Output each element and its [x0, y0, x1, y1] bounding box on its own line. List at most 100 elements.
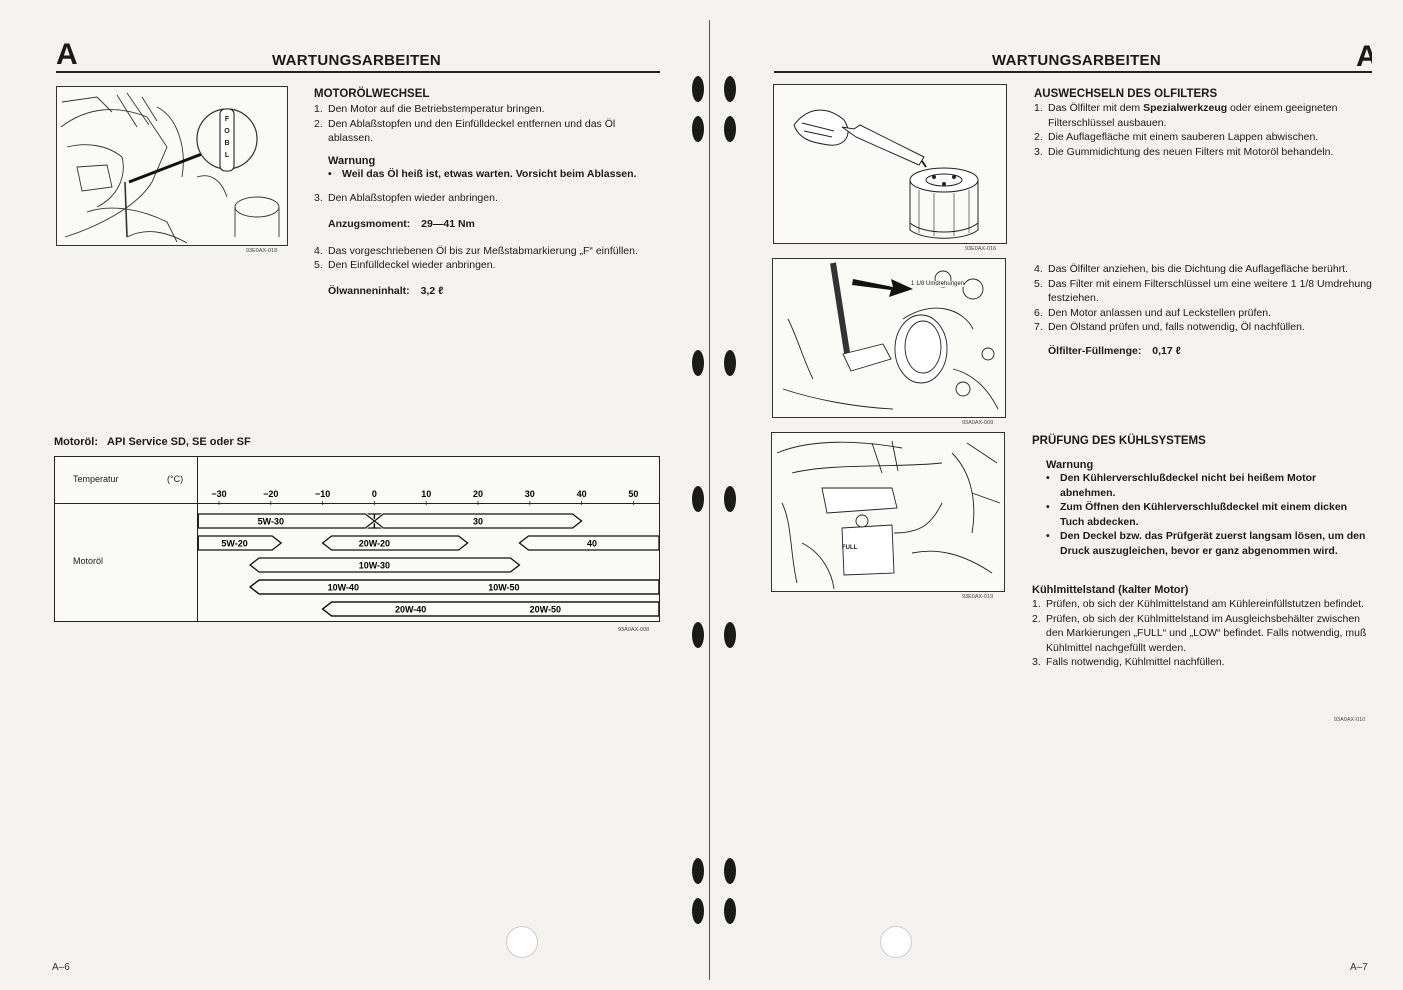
list-item: 5.Das Filter mit einem Filterschlüssel u…	[1034, 277, 1372, 306]
viscosity-bar	[249, 557, 521, 573]
step-number: 2.	[314, 117, 323, 130]
figure-code-left: 93E0AX-018	[246, 248, 278, 254]
viscosity-bar	[321, 601, 659, 617]
viscosity-bar	[373, 513, 583, 529]
temp-tick-label: −10	[315, 489, 330, 499]
step-number: 3.	[1034, 145, 1043, 158]
engine-oil-row-label: Motoröl	[73, 556, 104, 566]
figure-code-right-1: 93E0AX-016	[965, 246, 997, 252]
warning-text: Den Deckel bzw. das Prüfgerät zuerst lan…	[1060, 530, 1366, 557]
viscosity-grade-label: 5W-20	[221, 539, 247, 549]
temp-tick-label: 30	[525, 489, 535, 499]
engine-drawing-svg	[60, 92, 280, 244]
temp-tick-label: 40	[577, 489, 587, 499]
capacity-label: Ölwanneninhalt:	[328, 284, 410, 297]
step-number: 1.	[1034, 102, 1043, 114]
section-title-oil-change: MOTORÖLWECHSEL	[314, 88, 430, 100]
viscosity-grade-label: 10W-40	[328, 583, 359, 593]
list-item: 6. Den Motor anlassen und auf Leckstellen…	[1034, 306, 1372, 321]
filter-fill-spec: Ölfilter-Füllmenge: 0,17 ℓ	[1048, 344, 1372, 359]
viscosity-bar	[321, 535, 469, 551]
section-title-cooling: PRÜFUNG DES KÜHLSYSTEMS	[1032, 435, 1206, 447]
warning-item: •Zum Öffnen den Kühlerverschlußdeckel mi…	[1046, 500, 1372, 529]
special-tool-term: Spezialwerkzeug	[1143, 102, 1228, 114]
viscosity-grade-label: 20W-20	[359, 539, 390, 549]
binder-ring	[692, 858, 704, 884]
punch-hole	[880, 926, 912, 958]
filter-steps-a: 1.Das Ölfilter mit dem Spezialwerkzeug o…	[1034, 101, 1372, 159]
step-text: Falls notwendig, Kühlmittel nachfüllen.	[1046, 656, 1225, 668]
binder-ring	[692, 898, 704, 924]
viscosity-bar	[321, 601, 659, 617]
binder-ring	[692, 486, 704, 512]
warning-text: Zum Öffnen den Kühlerverschlußdeckel mit…	[1060, 501, 1348, 528]
list-item: 1.Den Motor auf die Betriebstemperatur b…	[314, 102, 660, 117]
list-item: 2.Die Auflagefläche mit einem sauberen L…	[1034, 130, 1372, 145]
binder-ring	[724, 350, 736, 376]
page-letter-right: A	[1356, 40, 1372, 73]
binder-ring	[724, 898, 736, 924]
list-item: 5.Den Einfülldeckel wieder anbringen.	[314, 258, 660, 273]
binder-ring	[692, 622, 704, 648]
list-item: 7. Den Ölstand prüfen und, falls notwendi…	[1034, 320, 1372, 335]
list-item: 3.Den Ablaßstopfen wieder anbringen.	[314, 191, 660, 206]
viscosity-grade-label: 40	[587, 539, 597, 549]
filter-gasket-svg	[793, 109, 979, 239]
step-text: Den Ablaßstopfen und den Einfülldeckel e…	[328, 117, 616, 145]
step-number: 1.	[314, 103, 323, 115]
warning-text: Den Kühlerverschlußdeckel nicht bei heiß…	[1060, 472, 1317, 499]
step-number: 3.	[314, 192, 323, 204]
section-title-oil-filter: AUSWECHSELN DES ÖLFILTERS	[1034, 88, 1218, 100]
dipstick-illustration: F O B L	[56, 86, 288, 246]
oil-capacity-spec: Ölwanneninhalt: 3,2 ℓ	[328, 285, 660, 297]
list-item: 4.Das Ölfilter anziehen, bis die Dichtun…	[1034, 262, 1372, 277]
temp-tick-label: −30	[211, 489, 226, 499]
capacity-value: 3,2 ℓ	[420, 284, 444, 297]
list-item: 4. Das vorgeschriebenen Öl bis zur Meßsta…	[314, 244, 660, 259]
page-header-left: WARTUNGSARBEITEN	[272, 52, 441, 69]
warning-item: •Den Kühlerverschlußdeckel nicht bei hei…	[1046, 471, 1372, 500]
binding-spine	[709, 20, 710, 980]
coolant-reservoir-illustration: FULL	[771, 432, 1005, 592]
temp-unit: (°C)	[167, 474, 184, 484]
page-number-right: A–7	[1350, 962, 1368, 973]
step-number: 2.	[1034, 131, 1043, 143]
step-number: 4.	[314, 244, 323, 257]
viscosity-grade-label: 10W-30	[359, 561, 390, 571]
temp-label: Temperatur	[73, 474, 119, 484]
warning-item: •Den Deckel bzw. das Prüfgerät zuerst la…	[1046, 529, 1372, 558]
viscosity-grade-label: 10W-50	[488, 583, 519, 593]
filter-tighten-illustration: 1 1/8 Umdrehungen	[772, 258, 1006, 418]
dipstick-marks: F O B L	[223, 114, 231, 162]
oil-spec-value: API Service SD, SE oder SF	[107, 436, 251, 448]
step-number: 7.	[1034, 321, 1043, 333]
step-number: 6.	[1034, 306, 1043, 319]
step-text: Den Motor anlassen und auf Leckstellen p…	[1048, 306, 1271, 319]
table-divider-h	[55, 503, 659, 504]
step-text: Den Ölstand prüfen und, falls notwendig,…	[1048, 321, 1305, 333]
oil-change-steps-b: 4. Das vorgeschriebenen Öl bis zur Meßsta…	[314, 244, 660, 273]
warning-item: •Weil das Öl heiß ist, etwas warten. Vor…	[328, 167, 637, 180]
binder-ring	[724, 622, 736, 648]
step-text: Prüfen, ob sich der Kühlmittelstand am K…	[1046, 598, 1365, 610]
binder-ring	[692, 116, 704, 142]
oil-spec-label: Motoröl:	[54, 436, 98, 448]
binder-ring	[724, 76, 736, 102]
filter-fill-label: Ölfilter-Füllmenge:	[1048, 344, 1142, 357]
viscosity-grade-label: 20W-50	[530, 605, 561, 615]
oil-change-section: MOTORÖLWECHSEL 1.Den Motor auf die Betri…	[314, 88, 660, 297]
dipstick-mark-b: B	[224, 140, 230, 147]
step-text: Das vorgeschriebenen Öl bis zur Meßstabm…	[328, 244, 638, 257]
step-number: 3.	[1032, 656, 1041, 668]
step-text: Das Filter mit einem Filterschlüssel um …	[1048, 277, 1372, 305]
temp-tick-label: 20	[473, 489, 483, 499]
temp-tick-label: −20	[263, 489, 278, 499]
page-header-right: WARTUNGSARBEITEN	[992, 52, 1161, 69]
warning-block-right: Warnung •Den Kühlerverschlußdeckel nicht…	[1046, 459, 1372, 558]
filter-gasket-illustration	[773, 84, 1007, 244]
step-text: Den Einfülldeckel wieder anbringen.	[328, 259, 496, 271]
viscosity-grade-label: 20W-40	[395, 605, 426, 615]
torque-label: Anzugsmoment:	[328, 217, 411, 230]
step-text-part: Das Ölfilter mit dem	[1048, 102, 1144, 114]
bar-junction	[365, 513, 384, 529]
